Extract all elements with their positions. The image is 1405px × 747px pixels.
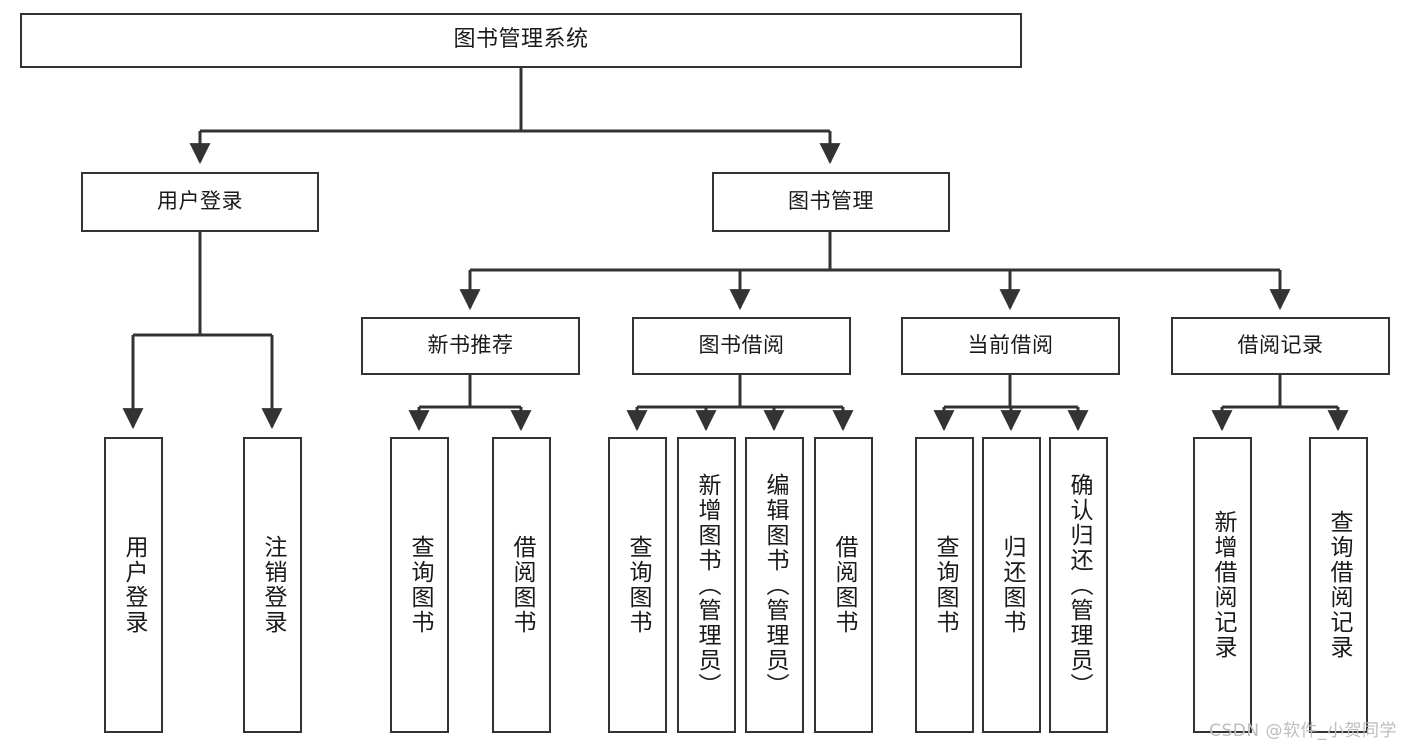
node-user-login[interactable]: 用户登录 <box>81 172 319 232</box>
leaf-confirm-return-admin[interactable]: 确认归还（管理员） <box>1049 437 1108 733</box>
csdn-watermark: CSDN @软件_小贺同学 <box>1209 721 1397 741</box>
node-label: 借阅记录 <box>1237 333 1324 358</box>
node-current-borrow[interactable]: 当前借阅 <box>901 317 1120 375</box>
node-label: 新书推荐 <box>427 333 514 358</box>
node-label: 图书管理 <box>788 189 874 214</box>
leaf-logout[interactable]: 注销登录 <box>243 437 302 733</box>
leaf-add-book-admin[interactable]: 新增图书（管理员） <box>677 437 736 733</box>
node-label: 查询借阅记录 <box>1326 510 1352 660</box>
leaf-query-book-borrow[interactable]: 查询图书 <box>608 437 667 733</box>
node-label: 编辑图书（管理员） <box>762 472 788 698</box>
leaf-edit-book-admin[interactable]: 编辑图书（管理员） <box>745 437 804 733</box>
leaf-return-book[interactable]: 归还图书 <box>982 437 1041 733</box>
node-borrow-record[interactable]: 借阅记录 <box>1171 317 1390 375</box>
node-label: 归还图书 <box>999 535 1025 635</box>
leaf-query-borrow-record[interactable]: 查询借阅记录 <box>1309 437 1368 733</box>
leaf-add-borrow-record[interactable]: 新增借阅记录 <box>1193 437 1252 733</box>
node-book-borrow[interactable]: 图书借阅 <box>632 317 851 375</box>
node-label: 查询图书 <box>407 535 433 635</box>
node-label: 确认归还（管理员） <box>1066 472 1092 698</box>
node-label: 借阅图书 <box>831 535 857 635</box>
node-label: 借阅图书 <box>509 535 535 635</box>
node-label: 用户登录 <box>121 535 147 635</box>
node-label: 新增图书（管理员） <box>694 472 720 698</box>
node-new-book-recommend[interactable]: 新书推荐 <box>361 317 580 375</box>
node-root-book-management-system[interactable]: 图书管理系统 <box>20 13 1022 68</box>
node-label: 当前借阅 <box>967 333 1054 358</box>
leaf-borrow-book-recommend[interactable]: 借阅图书 <box>492 437 551 733</box>
leaf-query-book-current[interactable]: 查询图书 <box>915 437 974 733</box>
node-label: 查询图书 <box>625 535 651 635</box>
leaf-borrow-book[interactable]: 借阅图书 <box>814 437 873 733</box>
leaf-query-book-recommend[interactable]: 查询图书 <box>390 437 449 733</box>
node-label: 新增借阅记录 <box>1210 510 1236 660</box>
node-label: 注销登录 <box>260 535 286 635</box>
node-book-management[interactable]: 图书管理 <box>712 172 950 232</box>
node-label: 查询图书 <box>932 535 958 635</box>
node-label: 图书管理系统 <box>453 27 589 53</box>
leaf-user-login[interactable]: 用户登录 <box>104 437 163 733</box>
node-label: 图书借阅 <box>698 333 785 358</box>
node-label: 用户登录 <box>157 189 243 214</box>
